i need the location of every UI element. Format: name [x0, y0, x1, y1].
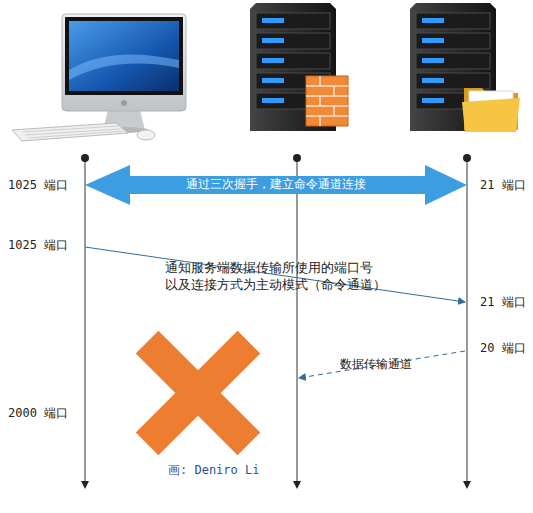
author-credit: 画: Deniro Li — [168, 463, 259, 478]
lifeline — [293, 154, 301, 489]
port-label: 2000 端口 — [8, 406, 68, 421]
port-label: 21 端口 — [480, 178, 526, 193]
port-label: 21 端口 — [480, 295, 526, 310]
channel-label: 通过三次握手，建立命令通道连接 — [85, 177, 467, 192]
file-server-icon — [410, 3, 520, 132]
lifeline — [81, 154, 89, 489]
arrow-note: 通知服务端数据传输所使用的端口号 以及连接方式为主动模式（命令通道） — [165, 259, 427, 293]
port-label: 1025 端口 — [8, 238, 68, 253]
notify-arrow — [85, 247, 465, 302]
port-label: 1025 端口 — [8, 178, 68, 193]
data-channel-arrow — [299, 351, 465, 378]
firewall-server-icon — [250, 3, 348, 131]
port-label: 20 端口 — [480, 341, 526, 356]
blocked-cross — [136, 331, 260, 455]
arrow-label: 数据传输通道 — [340, 357, 412, 372]
lifeline — [463, 154, 471, 489]
command-channel-arrow — [85, 165, 467, 205]
computer-icon — [12, 14, 186, 141]
